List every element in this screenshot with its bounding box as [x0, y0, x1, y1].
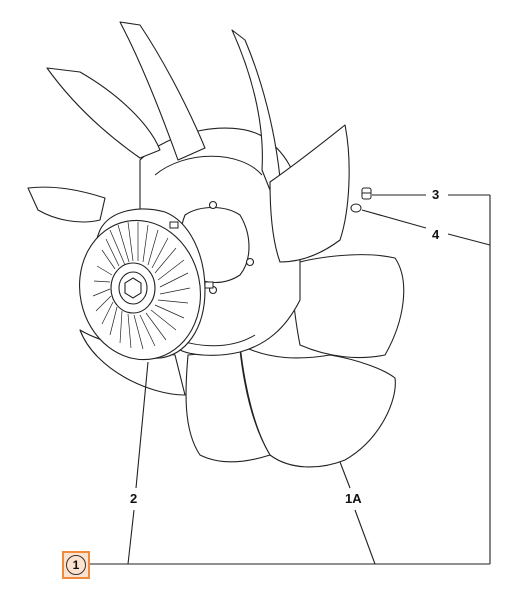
callout-1a[interactable]: 1A — [343, 491, 364, 507]
fan-blade — [289, 254, 405, 359]
fan-blade — [27, 186, 106, 223]
callout-1-label: 1 — [66, 555, 86, 575]
bolt — [361, 187, 372, 200]
fan-blade — [185, 349, 271, 463]
fan-blade — [46, 67, 161, 159]
callout-4[interactable]: 4 — [430, 227, 442, 243]
callout-2[interactable]: 2 — [128, 491, 140, 507]
fan-blade — [119, 21, 206, 161]
washer — [350, 203, 362, 213]
callout-3[interactable]: 3 — [430, 187, 442, 203]
fan-blade — [269, 124, 350, 263]
callout-1-selected[interactable]: 1 — [62, 551, 90, 579]
